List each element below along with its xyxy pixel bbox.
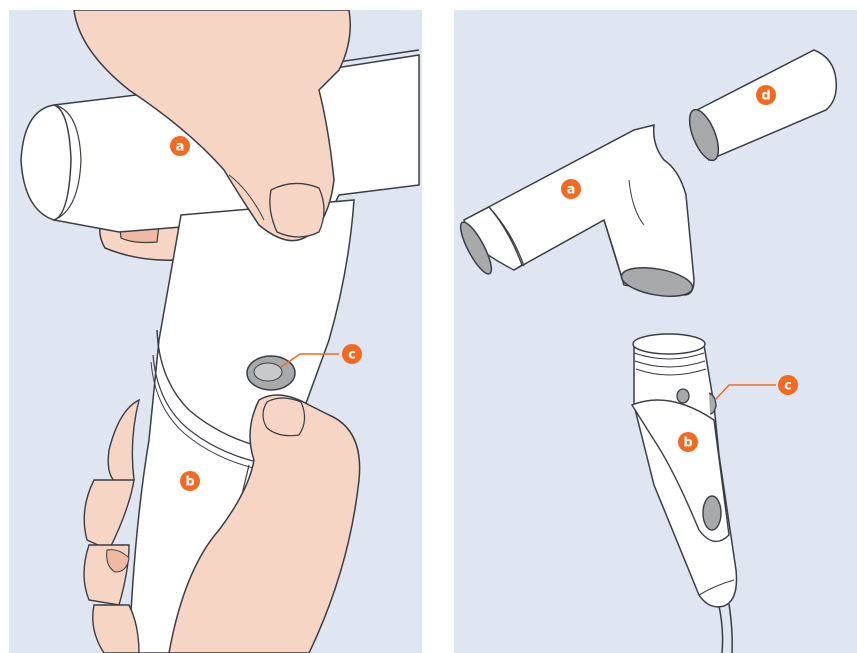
illustration-assembled: a b c [9,10,422,653]
label-c-text: c [784,379,792,394]
label-d-text: d [761,89,770,104]
disassembled-drawing: a d c b [454,10,857,653]
thumb-nail [270,183,324,237]
label-c-text: c [348,348,356,363]
label-b-badge: b [180,471,200,491]
release-button-center [254,363,282,381]
label-b-text: b [185,475,194,490]
handle-power-switch [703,496,721,530]
label-b-text: b [683,436,692,451]
handle-top-rim [633,334,705,354]
handle-small-button [677,389,689,403]
label-a-text: a [567,183,576,198]
label-d-badge: d [756,85,776,105]
illustration-disassembled: a d c b [454,10,857,653]
assembled-drawing: a b c [9,10,422,653]
label-c-badge: c [778,375,798,395]
grip-finger-4 [93,605,139,653]
label-a-badge: a [170,136,190,156]
label-c-badge: c [342,344,362,364]
label-a-text: a [176,140,185,155]
label-b-badge: b [678,432,698,452]
label-a-badge: a [561,179,581,199]
pressing-fingernail [263,398,305,436]
